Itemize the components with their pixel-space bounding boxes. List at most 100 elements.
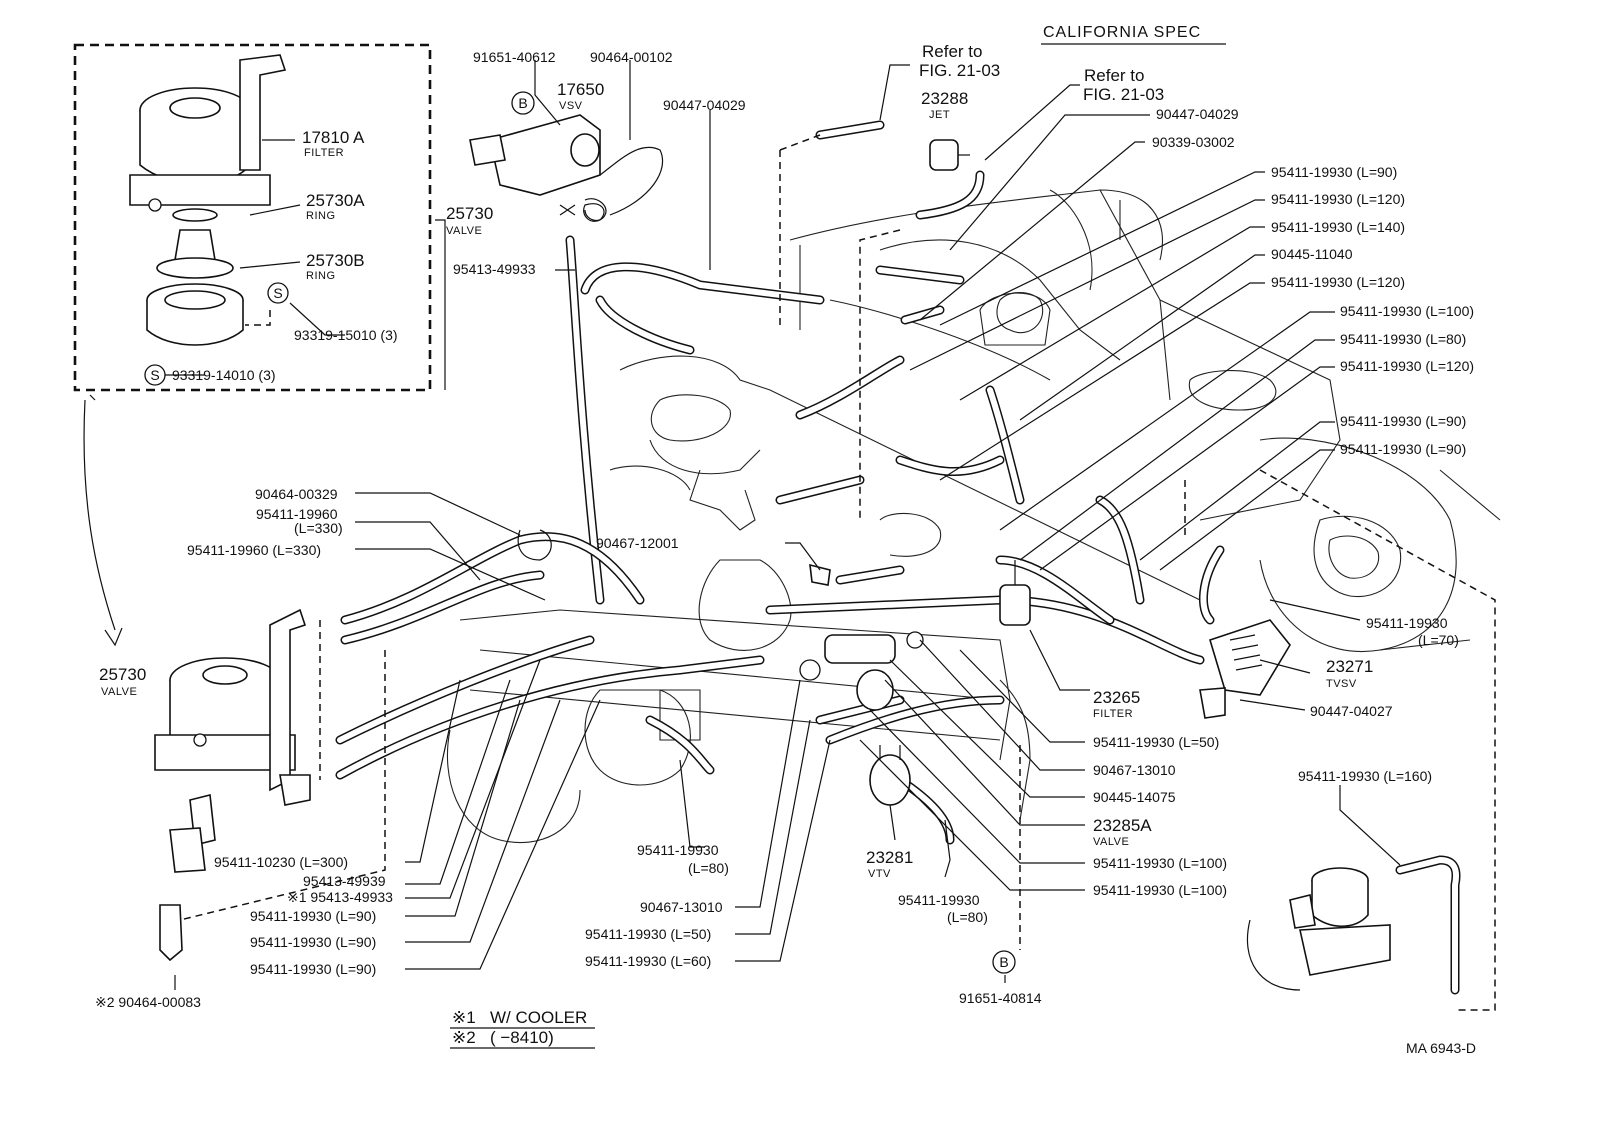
valve-23285a [824, 634, 896, 664]
components [129, 54, 1391, 991]
part-label-l20: 95411-19930 (L=100) [1340, 303, 1474, 319]
part-label-l65: 90467-13010 [640, 899, 723, 915]
jet [929, 139, 970, 171]
part-label-l71: (L=80) [947, 909, 988, 925]
marker-b-top-text: B [518, 95, 527, 111]
part-label-l73: ※2 90464-00083 [95, 994, 201, 1010]
part-label-l03: 17650 [557, 80, 604, 99]
part-label-l50: 90464-00329 [255, 486, 338, 502]
hose-clips [517, 198, 924, 681]
part-label-l43: RING [306, 210, 336, 222]
part-label-l31: FILTER [1093, 708, 1133, 720]
part-label-l56: VALVE [101, 686, 137, 698]
part-label-l05: 90447-04029 [663, 97, 746, 113]
filter-23265 [999, 560, 1031, 626]
part-label-l09: 23288 [921, 89, 968, 108]
part-label-l16: 95411-19930 (L=120) [1271, 191, 1405, 207]
part-label-l45: RING [306, 270, 336, 282]
part-label-l11: Refer to [1084, 66, 1144, 85]
valve-near-manifold [856, 669, 894, 711]
part-label-l04: VSV [559, 100, 583, 112]
part-label-l26: (L=70) [1418, 632, 1459, 648]
part-label-l47: VALVE [446, 225, 482, 237]
marker-b-top: B [511, 91, 535, 115]
part-label-l17: 95411-19930 (L=140) [1271, 219, 1405, 235]
drawing-number: MA 6943-D [1406, 1040, 1476, 1056]
marker-s-1-text: S [273, 285, 282, 301]
part-label-l41: FILTER [304, 147, 344, 159]
part-label-l59: ※1 95413-49933 [287, 889, 393, 905]
part-label-l12: FIG. 21-03 [1083, 85, 1164, 104]
part-label-l15: 95411-19930 (L=90) [1271, 164, 1397, 180]
footnote-1-mark: ※1 [452, 1008, 476, 1027]
part-label-l24: 95411-19930 (L=90) [1340, 441, 1466, 457]
leader-lines [165, 60, 1401, 990]
part-label-l07: Refer to [922, 42, 982, 61]
part-label-l19: 95411-19930 (L=120) [1271, 274, 1405, 290]
part-label-l06: 95413-49933 [453, 261, 536, 277]
part-label-l51: 95411-19960 [256, 506, 338, 522]
part-label-l60: 95411-19930 (L=90) [250, 908, 376, 924]
part-label-l38: 95411-19930 (L=100) [1093, 882, 1227, 898]
part-label-l32: 95411-19930 (L=50) [1093, 734, 1219, 750]
footnote-underlines [450, 1027, 595, 1049]
part-label-l18: 90445-11040 [1271, 246, 1353, 262]
part-label-l13: 90447-04029 [1156, 106, 1239, 122]
marker-b-bottom: B [992, 950, 1016, 974]
part-label-l63: 95411-19930 [637, 842, 719, 858]
part-label-l36: VALVE [1093, 836, 1129, 848]
part-label-l62: 95411-19930 (L=90) [250, 961, 376, 977]
part-label-l01: 91651-40612 [473, 49, 556, 65]
part-label-l58: 95413-49939 [303, 873, 386, 889]
part-label-l55: 25730 [99, 665, 146, 684]
part-label-l69: VTV [868, 868, 891, 880]
detail-valve-right [1246, 867, 1391, 991]
part-label-l23: 95411-19930 (L=90) [1340, 413, 1466, 429]
part-label-l68: 23281 [866, 848, 913, 867]
part-label-l27: 23271 [1326, 657, 1373, 676]
marker-s-2: S [144, 364, 166, 386]
part-label-l42: 25730A [306, 191, 365, 210]
part-label-l70: 95411-19930 [898, 892, 980, 908]
part-label-l10: JET [929, 109, 950, 121]
spec-heading: CALIFORNIA SPEC [1043, 24, 1201, 41]
part-label-l35: 23285A [1093, 816, 1152, 835]
part-label-l33: 90467-13010 [1093, 762, 1176, 778]
part-label-l40: 17810 A [302, 128, 365, 147]
reference-markers: B B S S [144, 91, 1016, 974]
part-label-l22: 95411-19930 (L=120) [1340, 358, 1474, 374]
part-label-l72: 91651-40814 [959, 990, 1042, 1006]
part-label-l54: 90467-12001 [596, 535, 679, 551]
engine-outline [446, 189, 1501, 844]
part-label-l14: 90339-03002 [1152, 134, 1235, 150]
part-label-l53: 95411-19960 (L=330) [187, 542, 321, 558]
part-label-l61: 95411-19930 (L=90) [250, 934, 376, 950]
footnote-2-mark: ※2 [452, 1028, 476, 1047]
part-label-l08: FIG. 21-03 [919, 61, 1000, 80]
part-label-l34: 90445-14075 [1093, 789, 1176, 805]
marker-s-2-text: S [150, 367, 159, 383]
part-label-l37: 95411-19930 (L=100) [1093, 855, 1227, 871]
part-label-l30: 23265 [1093, 688, 1140, 707]
part-label-l67: 95411-19930 (L=60) [585, 953, 711, 969]
part-label-l48: 93319-15010 (3) [294, 327, 398, 343]
part-label-l52: (L=330) [294, 520, 343, 536]
part-label-l64: (L=80) [688, 860, 729, 876]
marker-s-1: S [267, 282, 289, 304]
part-label-l44: 25730B [306, 251, 365, 270]
part-label-l02: 90464-00102 [590, 49, 673, 65]
part-label-l21: 95411-19930 (L=80) [1340, 331, 1466, 347]
footnote-1-text: W/ COOLER [490, 1008, 587, 1027]
part-label-l39: 95411-19930 (L=160) [1298, 768, 1432, 784]
marker-b-bottom-text: B [999, 954, 1008, 970]
dashed-guides [73, 43, 1496, 1011]
tvsv [1199, 619, 1291, 719]
part-label-l57: 95411-10230 (L=300) [214, 854, 348, 870]
part-label-l46: 25730 [446, 204, 493, 223]
valve-assembly-exploded [129, 54, 287, 346]
valve-25730 [154, 608, 311, 962]
vsv-valve [469, 114, 664, 222]
part-label-l25: 95411-19930 [1366, 615, 1448, 631]
